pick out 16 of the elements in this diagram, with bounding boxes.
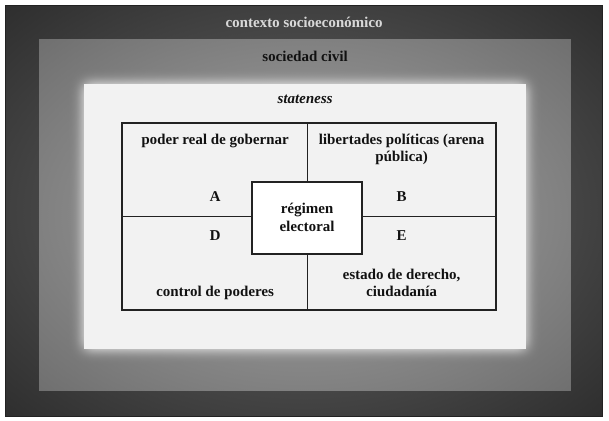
center-box <box>251 181 363 255</box>
quadrant-label: libertades políticas (arena pública) <box>318 132 486 166</box>
quadrant-letter: D <box>210 227 220 246</box>
center-label: régimen electoral <box>278 200 336 236</box>
civil-society-panel <box>39 39 571 391</box>
quadrant-label: poder real de gobernar <box>141 132 289 150</box>
panel-title: stateness <box>277 90 332 109</box>
quadrant-letter: A <box>210 188 220 206</box>
quadrant-label: control de poderes <box>156 284 274 301</box>
panel-title: contexto socioeconómico <box>225 14 383 33</box>
quadrant-letter: B <box>396 188 406 206</box>
quadrant-label: estado de derecho, ciudadanía <box>342 266 462 301</box>
stateness-panel <box>84 84 526 349</box>
quadrant-letter: E <box>396 227 406 246</box>
panel-title: sociedad civil <box>262 48 348 67</box>
context-panel <box>5 5 603 417</box>
